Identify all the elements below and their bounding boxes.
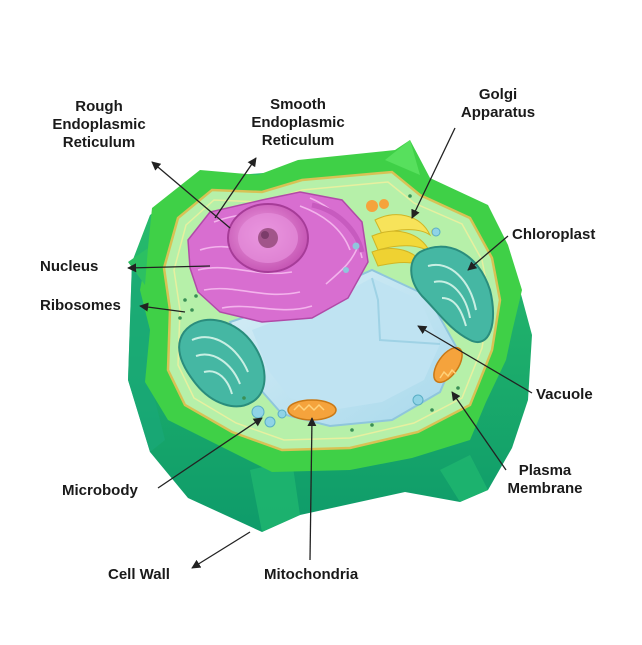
pointer-rough-er <box>151 161 231 229</box>
pointer-cell-wall <box>191 531 251 569</box>
nucleus <box>227 203 309 273</box>
label-nucleus: Nucleus <box>40 258 99 275</box>
label-cell-wall: Cell Wall <box>108 566 170 583</box>
mitochondria <box>287 346 463 421</box>
pointer-lines <box>127 127 533 569</box>
pointer-smooth-er <box>214 157 257 219</box>
label-rough-er: Rough Endoplasmic Reticulum <box>52 98 146 151</box>
pointer-vacuole <box>417 325 533 394</box>
label-golgi: Golgi Apparatus <box>460 86 536 121</box>
pointer-nucleus <box>127 263 211 273</box>
pointer-microbody <box>157 417 263 489</box>
chloroplast-left <box>178 318 266 408</box>
smooth-er <box>311 202 365 273</box>
label-mitochondria: Mitochondria <box>264 566 359 583</box>
golgi-apparatus <box>366 199 439 269</box>
label-microbody: Microbody <box>62 482 138 499</box>
pointer-chloroplast <box>467 235 509 271</box>
pointer-ribosomes <box>139 302 186 313</box>
label-vacuole: Vacuole <box>536 386 593 403</box>
pointer-golgi <box>411 127 456 219</box>
label-chloroplast: Chloroplast <box>512 226 596 243</box>
pointer-mitochondria <box>307 417 317 561</box>
microbodies <box>251 227 441 428</box>
label-smooth-er: Smooth Endoplasmic Reticulum <box>251 96 345 149</box>
label-plasma-membrane: Plasma Membrane <box>507 462 583 497</box>
ribosome-dots <box>178 194 460 432</box>
pointer-plasma-membrane <box>451 391 507 471</box>
label-ribosomes: Ribosomes <box>40 297 121 314</box>
